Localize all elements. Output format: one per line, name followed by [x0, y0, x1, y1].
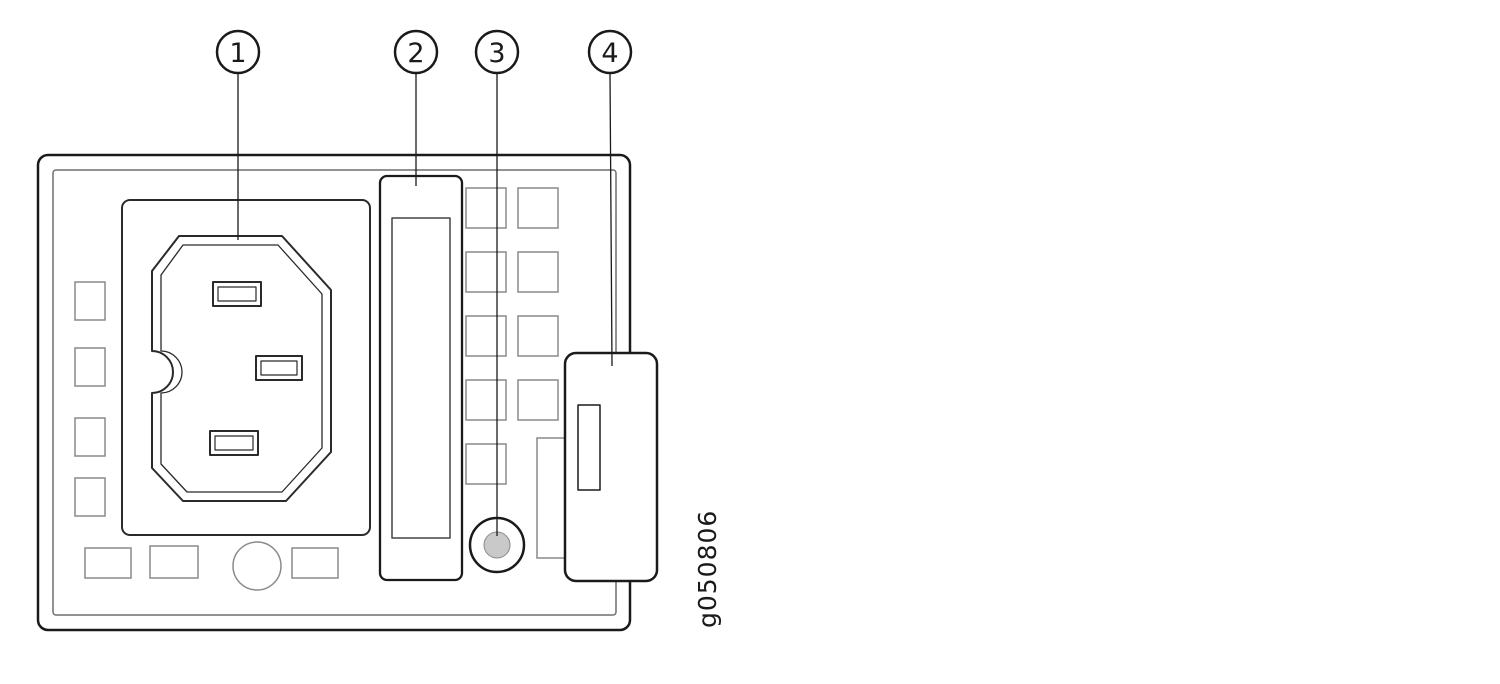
callout-3-label: 3	[488, 38, 505, 69]
ac-power-inlet	[121, 199, 371, 536]
vent-holes-grid	[465, 187, 566, 559]
callout-4-circle	[587, 29, 633, 75]
pull-tab-slot	[577, 404, 601, 491]
pull-tab	[563, 351, 659, 583]
callout-1: 1	[215, 29, 261, 75]
callout-leader-lines	[237, 73, 613, 536]
callout-2-circle	[393, 29, 439, 75]
latch-button	[468, 516, 526, 574]
ac-inlet-pin-slot-middle	[255, 355, 303, 381]
callout-1-label: 1	[229, 38, 246, 69]
ac-inlet-bezel	[121, 199, 371, 536]
callout-4: 4	[587, 29, 633, 75]
ac-inlet-pin-slot-top	[212, 281, 262, 307]
vent-holes-left	[74, 281, 106, 517]
callout-3-circle	[474, 29, 520, 75]
callout-1-circle	[215, 29, 261, 75]
callout-4-label: 4	[601, 38, 618, 69]
ejector-handle	[378, 174, 464, 582]
callout-2-label: 2	[407, 38, 424, 69]
pull-tab-outline	[563, 351, 659, 583]
ejector-handle-inner	[391, 217, 451, 539]
ac-inlet-outline-inner	[160, 244, 323, 493]
callout-2: 2	[393, 29, 439, 75]
ejector-handle-outline	[378, 174, 464, 582]
bottom-features	[84, 541, 339, 591]
callout-3: 3	[474, 29, 520, 75]
figure-code-label: g050806	[693, 510, 722, 628]
callout-4-leader-line	[609, 73, 613, 367]
bottom-round-feature	[232, 541, 282, 591]
ac-inlet-outline-outer	[151, 235, 332, 502]
ac-inlet-pin-slot-bottom	[209, 430, 259, 456]
